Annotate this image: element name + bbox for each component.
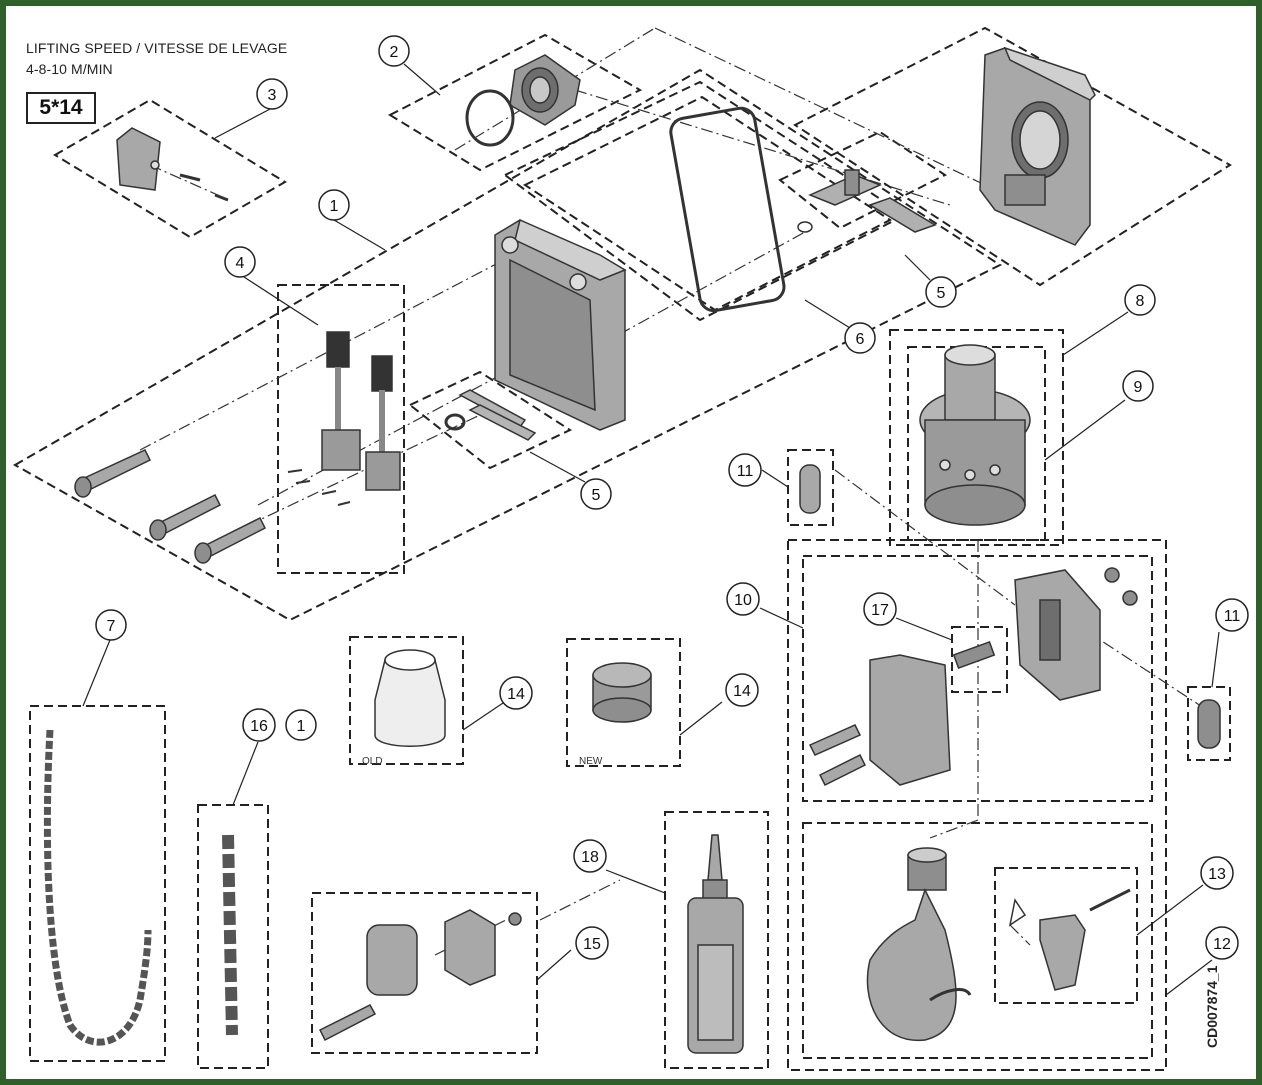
group-box-rear-cover [793, 26, 1232, 287]
group-box-gasket-inner [522, 95, 892, 312]
callout-label: 6 [856, 331, 865, 348]
group-box-8 [889, 329, 1064, 546]
callout-5-upper: 5 [925, 276, 957, 308]
leader-lines [82, 63, 1220, 996]
old-label: OLD [362, 756, 383, 767]
pin-part-11-right [1197, 699, 1221, 749]
callout-label: 15 [583, 936, 601, 953]
series-badge: 5*14 [26, 92, 96, 124]
group-box-3 [53, 98, 287, 239]
callout-label: 1 [330, 198, 339, 215]
callout-label: 13 [1208, 866, 1226, 883]
callout-1-body: 1 [318, 189, 350, 221]
group-box-4 [277, 284, 405, 574]
callout-label: 11 [1224, 608, 1241, 625]
rear-cover-part [979, 46, 1096, 246]
group-box-5-lower [408, 370, 573, 470]
cable-part-4 [287, 331, 401, 506]
callout-label: 9 [1134, 379, 1143, 396]
latch-part-13 [1008, 888, 1131, 991]
group-box-5-upper [778, 130, 947, 230]
callout-11-right: 11 [1215, 598, 1249, 632]
callout-8: 8 [1124, 284, 1156, 316]
callout-3: 3 [256, 78, 288, 110]
gasket-part-6 [669, 106, 786, 313]
group-box-14-old [349, 636, 464, 765]
group-box-gasket-outer [503, 80, 907, 322]
group-box-hook [802, 822, 1153, 1059]
chain-part-7 [43, 729, 152, 1046]
buffer-old-part [374, 649, 446, 747]
hook-block-part-10 [808, 567, 1138, 787]
callout-14-new: 14 [725, 673, 759, 707]
lifting-speed-values: 4-8-10 M/MIN [26, 61, 113, 77]
callout-label: 5 [937, 285, 946, 302]
callout-label: 7 [107, 618, 116, 635]
callout-13: 13 [1200, 856, 1234, 890]
bolts-part [74, 449, 267, 564]
callout-label: 5 [592, 487, 601, 504]
document-code: CD007874_1 [1204, 965, 1220, 1048]
plate-part-3 [116, 127, 229, 202]
group-box-14-new [566, 638, 681, 767]
brake-pads-part [444, 389, 537, 441]
callout-label: 3 [268, 87, 277, 104]
buffer-new-part [592, 662, 652, 723]
callout-label: 14 [507, 686, 525, 703]
oil-bottle-part-18 [687, 834, 744, 1054]
group-box-12 [787, 539, 1167, 1071]
callout-label: 1 [297, 718, 306, 735]
callout-10: 10 [726, 582, 760, 616]
callout-18: 18 [573, 839, 607, 873]
callout-11-top: 11 [728, 453, 762, 487]
upper-block-part-9 [919, 344, 1031, 526]
callout-17: 17 [863, 592, 897, 626]
callout-9: 9 [1122, 370, 1154, 402]
callout-16: 16 [242, 708, 276, 742]
group-box-18 [664, 811, 769, 1069]
callout-14-old: 14 [499, 676, 533, 710]
group-box-11-top [787, 449, 834, 526]
exploded-parts-diagram: 1 2 3 4 5 5 6 [12, 26, 1249, 1071]
callout-label: 14 [733, 683, 751, 700]
callout-label: 16 [250, 718, 268, 735]
assembly-lines [139, 27, 1211, 956]
callout-2: 2 [378, 35, 410, 67]
housing-part [494, 218, 627, 431]
lifting-speed-title: LIFTING SPEED / VITESSE DE LEVAGE [26, 40, 288, 56]
callout-label: 8 [1136, 293, 1145, 310]
callout-4: 4 [224, 246, 256, 278]
group-box-2 [387, 33, 643, 172]
callout-label: 12 [1213, 936, 1231, 953]
callout-label: 4 [236, 255, 245, 272]
callout-label: 2 [390, 44, 399, 61]
chain-part-16 [222, 834, 238, 1036]
group-box-7 [29, 705, 166, 1062]
block-part-15 [318, 909, 522, 1042]
callout-5-lower: 5 [580, 478, 612, 510]
callout-7: 7 [95, 609, 127, 641]
group-box-hoist-body [12, 68, 1003, 622]
callout-label: 10 [734, 592, 752, 609]
group-box-15 [311, 892, 538, 1054]
fork-part [797, 169, 937, 233]
group-boxes [12, 26, 1232, 1071]
callout-label: 11 [737, 463, 754, 480]
callout-label: 18 [581, 849, 599, 866]
callout-label: 17 [871, 602, 889, 619]
callout-15: 15 [575, 926, 609, 960]
new-label: NEW [579, 756, 603, 767]
callout-12: 12 [1205, 926, 1239, 960]
hook-part-12 [866, 847, 972, 1041]
motor-part-2 [465, 54, 581, 147]
callout-1-chain: 1 [285, 709, 317, 741]
group-box-13 [994, 867, 1138, 1004]
group-box-17 [951, 626, 1008, 693]
group-box-11-right [1187, 686, 1231, 761]
callout-6: 6 [844, 322, 876, 354]
pin-part-11-top [799, 464, 821, 514]
